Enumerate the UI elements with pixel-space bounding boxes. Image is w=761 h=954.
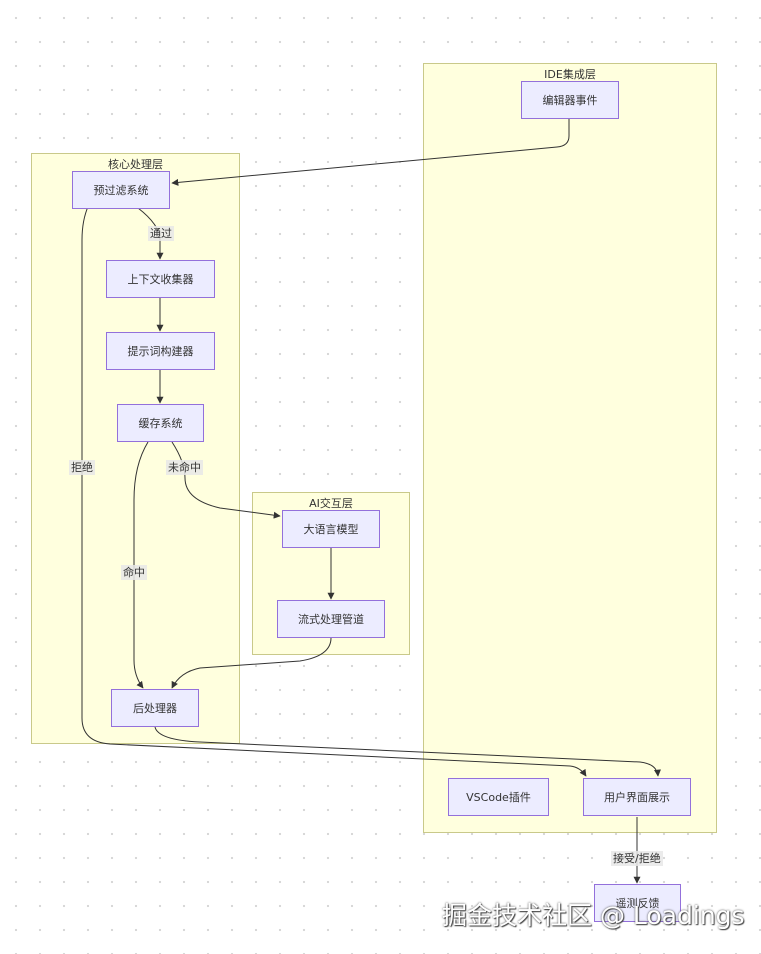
node-vscode-plugin[interactable]: VSCode插件 bbox=[448, 778, 549, 816]
node-llm[interactable]: 大语言模型 bbox=[282, 510, 380, 548]
node-prompt-builder[interactable]: 提示词构建器 bbox=[106, 332, 215, 370]
node-ui-display[interactable]: 用户界面展示 bbox=[583, 778, 691, 816]
edge-label-pass: 通过 bbox=[148, 226, 174, 241]
node-postprocessor[interactable]: 后处理器 bbox=[111, 689, 199, 727]
cluster-ai-title: AI交互层 bbox=[309, 497, 353, 510]
edge-editor-to-prefilter bbox=[171, 119, 570, 186]
node-prefilter[interactable]: 预过滤系统 bbox=[72, 171, 170, 209]
cluster-ide: IDE集成层 bbox=[423, 63, 717, 833]
node-context-collector[interactable]: 上下文收集器 bbox=[106, 260, 215, 298]
edge-label-reject: 拒绝 bbox=[69, 460, 95, 475]
edge-stream-to-postprocessor bbox=[171, 637, 332, 689]
edge-label-miss: 未命中 bbox=[166, 460, 203, 475]
edge-cache-to-llm bbox=[171, 441, 281, 519]
cluster-core-title: 核心处理层 bbox=[108, 158, 163, 171]
edge-label-accept-reject: 接受/拒绝 bbox=[611, 851, 663, 866]
node-cache[interactable]: 缓存系统 bbox=[117, 404, 204, 442]
cluster-core: 核心处理层 bbox=[31, 153, 240, 744]
edge-label-hit: 命中 bbox=[121, 565, 147, 580]
node-stream[interactable]: 流式处理管道 bbox=[277, 600, 385, 638]
edge-postprocessor-to-ui bbox=[154, 726, 661, 777]
cluster-ide-title: IDE集成层 bbox=[544, 68, 596, 81]
watermark: 掘金技术社区 @ Loadings bbox=[442, 901, 745, 930]
edge-cache-to-postprocessor bbox=[133, 441, 149, 689]
node-editor-event[interactable]: 编辑器事件 bbox=[521, 81, 619, 119]
node-feedback[interactable]: 遥测反馈 bbox=[594, 884, 681, 922]
